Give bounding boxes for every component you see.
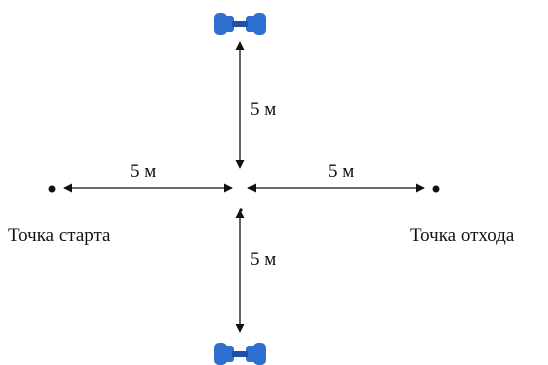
left-distance-label: 5 м <box>130 161 156 182</box>
right-distance-label: 5 м <box>328 161 354 182</box>
bottom-distance-label: 5 м <box>250 249 276 270</box>
retreat-point-label: Точка отхода <box>410 225 515 246</box>
retreat-point-marker <box>432 185 440 193</box>
dumbbell-icon <box>214 13 266 35</box>
start-point-label: Точка старта <box>8 225 111 246</box>
start-point-marker <box>48 185 56 193</box>
center-point-marker <box>239 208 243 212</box>
top-distance-label: 5 м <box>250 99 276 120</box>
dumbbell-icon <box>214 343 266 365</box>
